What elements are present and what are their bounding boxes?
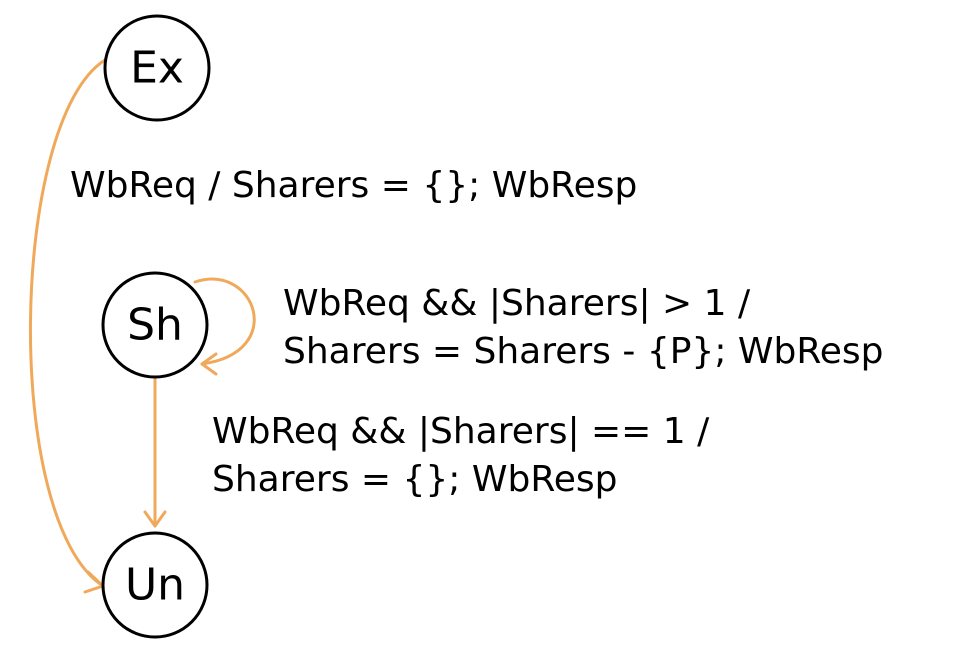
edge-sh-to-un-arrowhead (143, 510, 167, 528)
state-ex-circle (103, 14, 211, 122)
edge-sh-self-loop-arrowhead (200, 352, 218, 376)
label-sh-self-loop-line-2: Sharers = Sharers - {P}; WbResp (283, 331, 884, 372)
label-sh-self-loop: WbReq && |Sharers| > 1 / Sharers = Share… (283, 283, 884, 372)
state-un-circle (101, 531, 209, 639)
label-sh-to-un-line-1: WbReq && |Sharers| == 1 / (212, 411, 710, 452)
label-sh-to-un-line-2: Sharers = {}; WbResp (212, 459, 617, 500)
label-sh-self-loop-line-1: WbReq && |Sharers| > 1 / (283, 283, 751, 324)
state-un-label: Un (125, 560, 185, 611)
state-sh-label: Sh (127, 300, 183, 351)
edge-ex-to-un (29, 58, 107, 588)
label-sh-to-un: WbReq && |Sharers| == 1 / Sharers = {}; … (212, 411, 710, 500)
state-ex: Ex (103, 14, 211, 122)
state-ex-label: Ex (130, 43, 184, 94)
edge-ex-to-un-arrowhead (83, 570, 105, 594)
edge-sh-self-loop (193, 277, 256, 366)
label-ex-to-un-line-1: WbReq / Sharers = {}; WbResp (70, 165, 637, 206)
state-sh-circle (101, 271, 209, 379)
label-ex-to-un: WbReq / Sharers = {}; WbResp (70, 165, 637, 206)
state-un: Un (101, 531, 209, 639)
transition-edges (29, 58, 256, 594)
state-sh: Sh (101, 271, 209, 379)
